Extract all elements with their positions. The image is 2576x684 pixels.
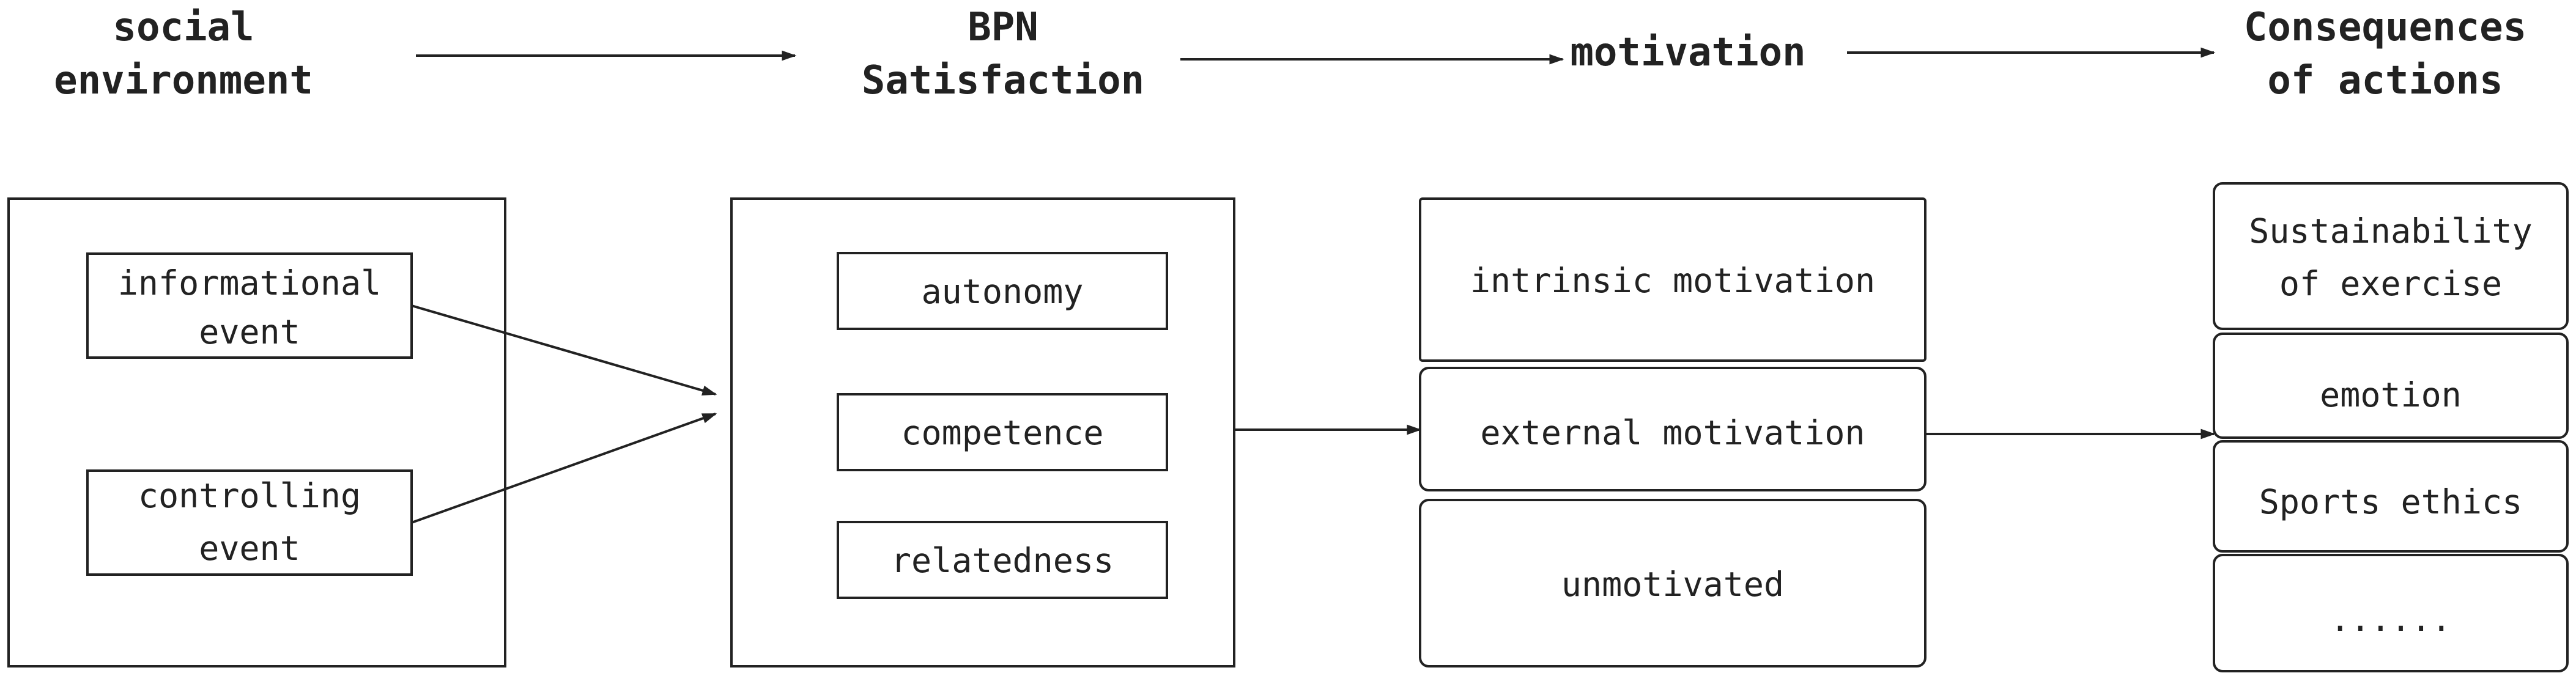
sports-ethics-box [2213,440,2569,553]
unmotivated-box [1419,499,1926,667]
header-bpn-line2: Satisfaction [862,58,1144,103]
header-consequences-line2: of actions [2267,58,2503,103]
header-social-environment-line2: environment [54,58,313,103]
intrinsic-motivation-box [1419,197,1926,362]
intrinsic-motivation-label: intrinsic motivation [1470,261,1875,300]
informational-to-bpn-arrow [411,304,717,396]
informational-event-label-line1: informational [118,263,381,303]
emotion-box [2213,333,2569,439]
external-motivation-label: external motivation [1480,413,1865,452]
controlling-event-box [86,469,413,576]
sports-ethics-label: Sports ethics [2259,482,2522,521]
sustainability-box [2213,182,2569,330]
controlling-to-bpn-arrow [411,413,717,524]
competence-label: competence [901,413,1103,452]
emotion-label: emotion [2320,375,2462,414]
header-consequences-line1: Consequences [2244,5,2526,50]
more-consequences-box [2213,554,2569,672]
autonomy-label: autonomy [922,272,1084,311]
more-consequences-label: ...... [2330,600,2452,639]
controlling-event-label-line1: controlling [138,476,361,515]
controlling-event-label-line2: event [199,529,300,568]
header-social-environment-line1: social [113,5,254,50]
external-motivation-box [1419,367,1926,491]
relatedness-label: relatedness [891,541,1114,580]
header-bpn-line1: BPN [968,5,1038,50]
sustainability-label-line1: Sustainability [2249,211,2533,251]
sustainability-label-line2: of exercise [2279,264,2502,303]
informational-event-label-line2: event [199,312,300,351]
informational-event-box [86,252,413,359]
relatedness-box [837,521,1168,599]
competence-box [837,393,1168,471]
unmotivated-label: unmotivated [1561,565,1784,604]
autonomy-box [837,252,1168,330]
header-motivation: motivation [1570,30,1805,75]
